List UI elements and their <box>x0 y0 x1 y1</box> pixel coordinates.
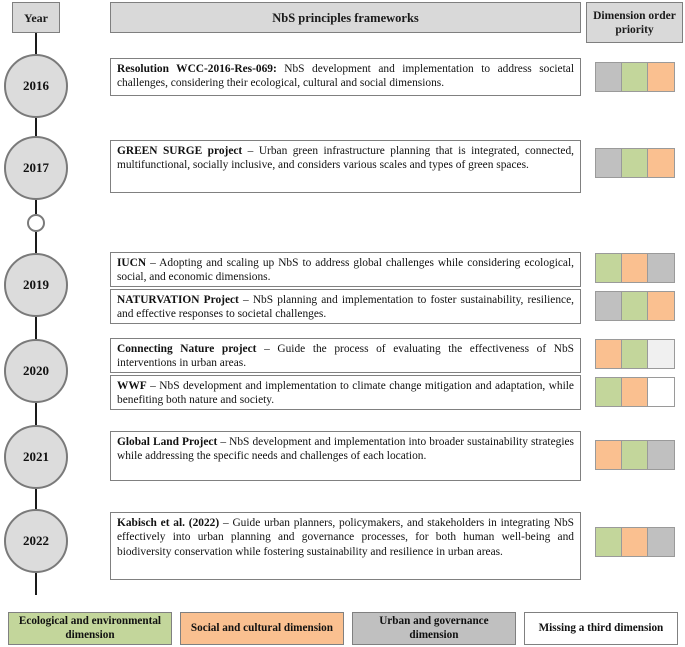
priority-cell-2-ecological <box>622 292 648 320</box>
framework-title: Resolution WCC-2016-Res-069: <box>117 63 277 75</box>
priority-cell-1-ecological <box>596 254 622 282</box>
legend-item-missing_white: Missing a third dimension <box>523 612 678 645</box>
priority-cell-3-social <box>648 292 674 320</box>
timeline-connector <box>35 317 37 339</box>
framework-description: – Guide the process of evaluating the ef… <box>117 343 575 370</box>
legend-item-label: Ecological and environmental dimension <box>18 615 162 641</box>
framework-box-iucn: IUCN – Adopting and scaling up NbS to ad… <box>110 252 581 287</box>
priority-cell-3-urban <box>648 528 674 556</box>
legend-item-urban: Urban and governance dimension <box>351 612 516 645</box>
year-label: 2019 <box>23 277 49 292</box>
priority-cell-1-urban <box>596 149 622 177</box>
year-circle-2021: 2021 <box>4 425 68 489</box>
header-frameworks: NbS principles frameworks <box>110 2 581 33</box>
priority-swatch-global-land-project <box>595 440 675 470</box>
priority-cell-3-missing_white <box>648 378 674 406</box>
legend-item-ecological: Ecological and environmental dimension <box>8 612 172 645</box>
framework-box-connecting-nature: Connecting Nature project – Guide the pr… <box>110 338 581 373</box>
legend: Ecological and environmental dimension So… <box>8 612 678 645</box>
priority-swatch-naturvation <box>595 291 675 321</box>
year-circle-2022: 2022 <box>4 509 68 573</box>
priority-cell-2-ecological <box>622 63 648 91</box>
framework-title: Kabisch et al. (2022) <box>117 517 220 529</box>
framework-title: NATURVATION Project <box>117 294 239 306</box>
framework-title: Connecting Nature project <box>117 343 257 355</box>
timeline-connector <box>35 403 37 425</box>
framework-title: Global Land Project <box>117 436 218 448</box>
header-dimension-priority-label: Dimension order priority <box>593 9 676 36</box>
timeline-connector <box>35 200 37 214</box>
priority-cell-2-ecological <box>622 149 648 177</box>
year-circle-2020: 2020 <box>4 339 68 403</box>
priority-swatch-green-surge <box>595 148 675 178</box>
framework-box-global-land-project: Global Land Project – NbS development an… <box>110 431 581 481</box>
priority-swatch-kabisch-2022 <box>595 527 675 557</box>
priority-cell-2-social <box>622 528 648 556</box>
legend-item-label: Missing a third dimension <box>538 621 664 634</box>
timeline-connector <box>35 489 37 509</box>
year-circle-2017: 2017 <box>4 136 68 200</box>
year-label: 2021 <box>23 449 49 464</box>
timeline-column: 2016 2017 2019 2020 2021 2022 <box>0 0 100 600</box>
year-label: 2016 <box>23 78 49 93</box>
framework-title: IUCN <box>117 257 147 269</box>
year-circle-2016: 2016 <box>4 54 68 118</box>
legend-item-social: Social and cultural dimension <box>179 612 344 645</box>
priority-swatch-wwf <box>595 377 675 407</box>
header-dimension-priority: Dimension order priority <box>586 2 683 43</box>
priority-cell-2-ecological <box>622 340 648 368</box>
framework-description: – Guide urban planners, policymakers, an… <box>117 517 574 558</box>
priority-cell-1-social <box>596 340 622 368</box>
priority-cell-1-ecological <box>596 528 622 556</box>
framework-title: GREEN SURGE project <box>117 145 243 157</box>
priority-cell-2-social <box>622 378 648 406</box>
framework-description: NbS development and implementation to ad… <box>117 63 574 90</box>
priority-swatch-resolution-wcc <box>595 62 675 92</box>
year-label: 2020 <box>23 363 49 378</box>
timeline-connector <box>35 232 37 253</box>
framework-description: – NbS planning and implementation to fos… <box>117 294 575 321</box>
framework-box-resolution-wcc: Resolution WCC-2016-Res-069: NbS develop… <box>110 58 581 96</box>
framework-description: – Urban green infrastructure planning th… <box>117 145 574 172</box>
framework-description: – Adopting and scaling up NbS to address… <box>117 257 574 284</box>
priority-cell-3-social <box>648 149 674 177</box>
priority-cell-3-missing_light <box>648 340 674 368</box>
priority-cell-1-urban <box>596 292 622 320</box>
priority-cell-1-social <box>596 441 622 469</box>
framework-box-naturvation: NATURVATION Project – NbS planning and i… <box>110 289 581 324</box>
header-frameworks-label: NbS principles frameworks <box>272 10 419 25</box>
framework-box-kabisch-2022: Kabisch et al. (2022) – Guide urban plan… <box>110 512 581 580</box>
priority-cell-2-ecological <box>622 441 648 469</box>
framework-title: WWF <box>117 380 147 392</box>
timeline-connector <box>35 118 37 136</box>
priority-swatch-connecting-nature <box>595 339 675 369</box>
framework-box-wwf: WWF – NbS development and implementation… <box>110 375 581 410</box>
year-label: 2017 <box>23 160 49 175</box>
year-label: 2022 <box>23 533 49 548</box>
legend-item-label: Social and cultural dimension <box>190 621 333 634</box>
framework-description: – NbS development and implementation to … <box>117 380 574 407</box>
priority-cell-3-urban <box>648 254 674 282</box>
header-year-label: Year <box>24 10 48 25</box>
legend-item-label: Urban and governance dimension <box>379 615 489 641</box>
priority-cell-3-urban <box>648 441 674 469</box>
priority-swatch-iucn <box>595 253 675 283</box>
priority-cell-2-social <box>622 254 648 282</box>
header-year: Year <box>12 2 60 33</box>
priority-cell-1-urban <box>596 63 622 91</box>
framework-description: – NbS development and implementation int… <box>117 436 574 463</box>
timeline-gap-marker <box>27 214 45 232</box>
timeline-connector <box>35 33 37 54</box>
year-circle-2019: 2019 <box>4 253 68 317</box>
priority-cell-1-ecological <box>596 378 622 406</box>
timeline-connector <box>35 573 37 595</box>
framework-box-green-surge: GREEN SURGE project – Urban green infras… <box>110 140 581 193</box>
priority-cell-3-social <box>648 63 674 91</box>
